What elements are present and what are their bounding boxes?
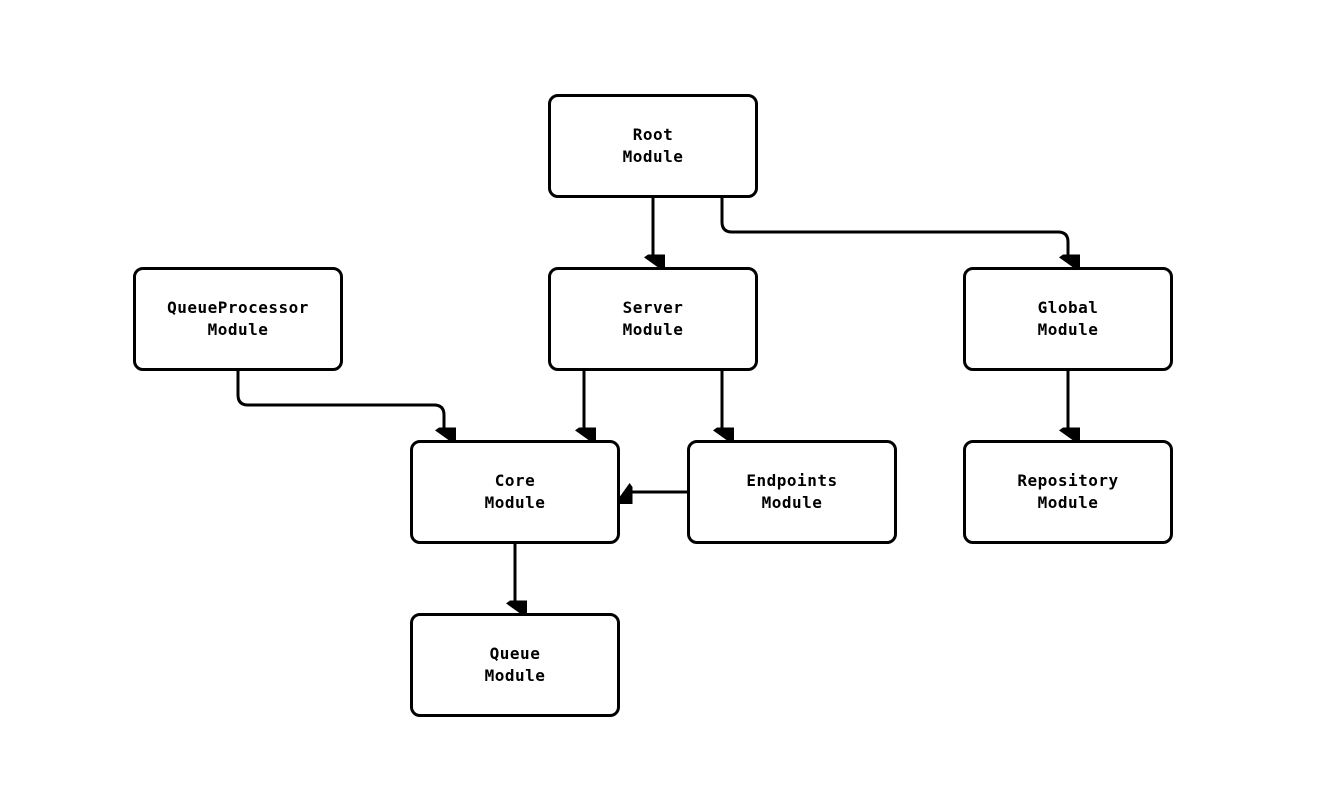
node-server-module-label-line2: Module [622, 320, 684, 339]
edge-queueprocessor-to-core [236, 371, 444, 431]
node-core-module-label-line2: Module [484, 493, 546, 512]
node-global-module-label-line1: Global [1037, 298, 1099, 317]
node-global-module[interactable]: Global Module [963, 267, 1173, 371]
node-queueprocessor-module-label-line1: QueueProcessor [167, 298, 309, 317]
node-endpoints-module-label-line2: Module [761, 493, 823, 512]
node-queue-module-label-line2: Module [484, 666, 546, 685]
node-server-module[interactable]: Server Module [548, 267, 758, 371]
node-repository-module-label-line1: Repository [1017, 471, 1119, 490]
node-server-module-label-line1: Server [622, 298, 684, 317]
node-endpoints-module[interactable]: Endpoints Module [687, 440, 897, 544]
node-queue-module[interactable]: Queue Module [410, 613, 620, 717]
node-queueprocessor-module-label-line2: Module [207, 320, 269, 339]
node-root-module-label-line1: Root [632, 125, 674, 144]
node-repository-module[interactable]: Repository Module [963, 440, 1173, 544]
node-queue-module-label-line1: Queue [489, 644, 541, 663]
node-global-module-label-line2: Module [1037, 320, 1099, 339]
node-core-module[interactable]: Core Module [410, 440, 620, 544]
node-queueprocessor-module[interactable]: QueueProcessor Module [133, 267, 343, 371]
node-root-module-label-line2: Module [622, 147, 684, 166]
node-root-module[interactable]: Root Module [548, 94, 758, 198]
edge-root-to-global [720, 198, 1068, 258]
node-core-module-label-line1: Core [494, 471, 536, 490]
node-repository-module-label-line2: Module [1037, 493, 1099, 512]
node-endpoints-module-label-line1: Endpoints [746, 471, 838, 490]
